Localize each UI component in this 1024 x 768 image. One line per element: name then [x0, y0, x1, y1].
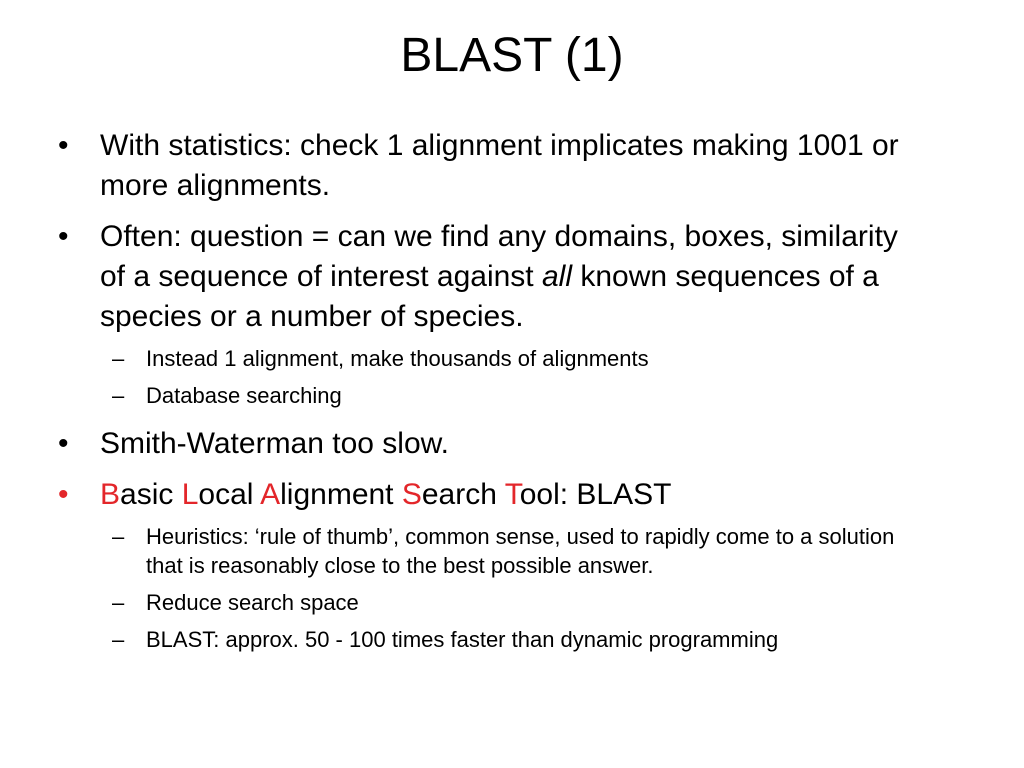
- sub-bullet-search-space: – Reduce search space: [0, 588, 1024, 617]
- sub-bullet-speed: – BLAST: approx. 50 - 100 times faster t…: [0, 625, 1024, 654]
- dash-glyph: –: [112, 383, 125, 408]
- bullet-smith-waterman: • Smith-Waterman too slow.: [0, 424, 1024, 464]
- acronym-letter-a: A: [260, 478, 281, 511]
- bullet-text-emphasis: all: [541, 260, 572, 293]
- sub-bullet-text: BLAST: approx. 50 - 100 times faster tha…: [146, 627, 779, 652]
- slide-title: BLAST (1): [400, 29, 624, 82]
- bullet-text: Smith-Waterman too slow.: [100, 427, 449, 460]
- dash-glyph: –: [112, 627, 125, 652]
- bullet-text: With statistics: check 1 alignment impli…: [100, 129, 899, 202]
- dash-glyph: –: [112, 524, 125, 549]
- bullet-glyph: •: [58, 427, 69, 460]
- acronym-letter-l: L: [181, 478, 199, 511]
- acronym-word-alignment: lignment: [280, 478, 402, 511]
- bullet-glyph: •: [58, 220, 69, 253]
- sub-bullet-database: – Database searching: [0, 381, 1024, 410]
- bullet-blast-acronym: • Basic Local Alignment Search Tool: BLA…: [0, 475, 1024, 515]
- sub-bullet-text: Heuristics: ‘rule of thumb’, common sens…: [146, 524, 895, 578]
- acronym-letter-s: S: [401, 478, 422, 511]
- dash-glyph: –: [112, 590, 125, 615]
- acronym-word-local: ocal: [198, 478, 261, 511]
- bullet-statistics: • With statistics: check 1 alignment imp…: [0, 126, 1024, 206]
- sub-bullet-text: Reduce search space: [146, 590, 359, 615]
- acronym-word-tool: ool: BLAST: [519, 478, 672, 511]
- sub-bullet-text: Instead 1 alignment, make thousands of a…: [146, 346, 649, 371]
- acronym-letter-t: T: [504, 478, 520, 511]
- acronym-word-basic: asic: [120, 478, 182, 511]
- dash-glyph: –: [112, 346, 125, 371]
- bullet-question: • Often: question = can we find any doma…: [0, 217, 1024, 337]
- bullet-text-start: Often: question = can we find any domain…: [100, 220, 898, 293]
- sub-bullet-text: Database searching: [146, 383, 342, 408]
- bullet-glyph: •: [58, 478, 69, 511]
- slide-body: • With statistics: check 1 alignment imp…: [0, 126, 1024, 662]
- acronym-word-search: earch: [421, 478, 505, 511]
- sub-bullet-heuristics: – Heuristics: ‘rule of thumb’, common se…: [0, 522, 1024, 580]
- bullet-text-end: known sequences of a species or a number…: [100, 260, 879, 333]
- bullet-glyph: •: [58, 129, 69, 162]
- acronym-letter-b: B: [100, 478, 121, 511]
- sub-bullet-alignments: – Instead 1 alignment, make thousands of…: [0, 344, 1024, 373]
